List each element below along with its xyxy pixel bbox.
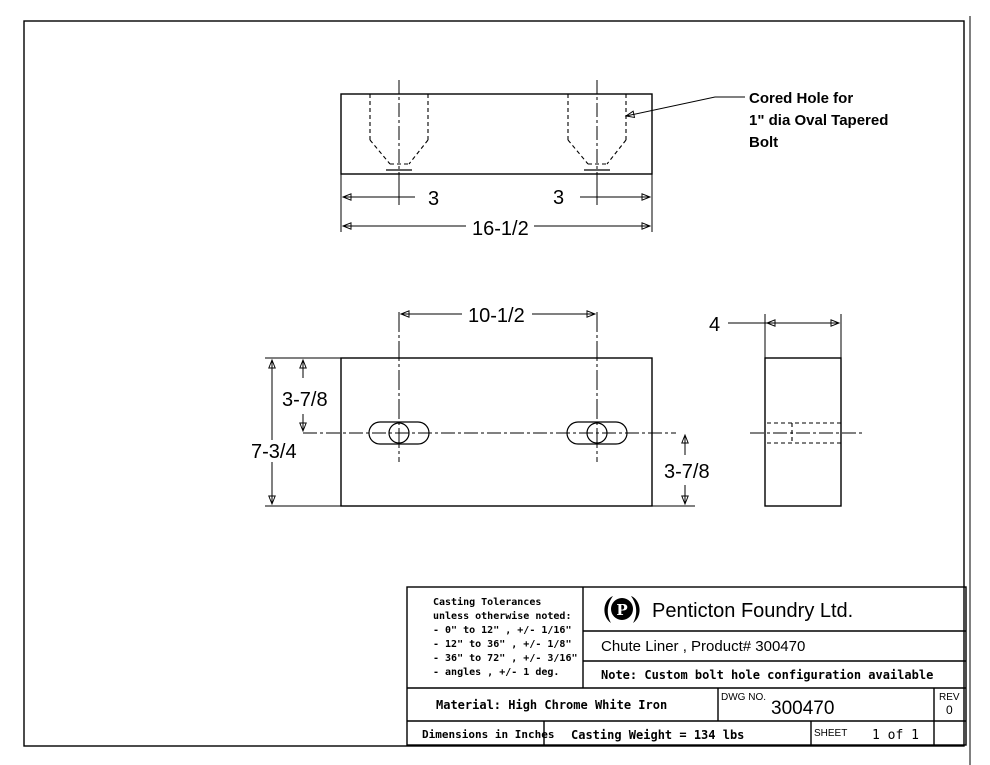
dim-top-overall: 16-1/2 xyxy=(472,218,529,240)
rev-value: 0 xyxy=(946,703,953,717)
dim-hole-spacing: 10-1/2 xyxy=(468,305,525,327)
tolerance-line-4: - angles , +/- 1 deg. xyxy=(433,667,559,678)
dim-top-right: 3 xyxy=(553,187,564,209)
configuration-note: Note: Custom bolt hole configuration ava… xyxy=(601,668,933,682)
callout-leader xyxy=(624,96,745,119)
tolerance-line-2: - 12" to 36" , +/- 1/8" xyxy=(433,639,571,650)
top-view-labels: Cored Hole for 1" dia Oval Tapered Bolt … xyxy=(428,90,888,240)
side-view xyxy=(728,314,862,507)
sheet-value: 1 of 1 xyxy=(872,728,919,743)
logo-letter: P xyxy=(616,601,627,619)
tolerance-line-1: - 0" to 12" , +/- 1/16" xyxy=(433,625,571,636)
rev-label: REV xyxy=(939,692,960,703)
top-view xyxy=(340,80,745,232)
company-name: Penticton Foundry Ltd. xyxy=(652,600,853,622)
dim-upper: 3-7/8 xyxy=(282,389,328,411)
tolerances-subtitle: unless otherwise noted: xyxy=(433,610,571,622)
product-name: Chute Liner , Product# 300470 xyxy=(601,638,805,655)
title-block xyxy=(406,586,967,746)
sheet-border xyxy=(23,20,965,747)
dimensions-note: Dimensions in Inches xyxy=(422,728,554,741)
side-hidden-hole xyxy=(767,422,841,444)
material: Material: High Chrome White Iron xyxy=(436,698,667,712)
dim-thickness: 4 xyxy=(709,314,720,336)
callout-line-3: Bolt xyxy=(749,134,778,151)
sheet-label: SHEET xyxy=(814,728,847,739)
side-view-outline xyxy=(764,357,842,507)
company-logo: P xyxy=(604,596,640,623)
cored-hole-left xyxy=(369,94,429,165)
top-view-outline xyxy=(340,93,653,175)
callout-line-2: 1" dia Oval Tapered xyxy=(749,112,888,129)
front-view-labels: 10-1/2 3-7/8 7-3/4 3-7/8 xyxy=(251,305,710,483)
dim-top-left: 3 xyxy=(428,188,439,210)
tolerances-title: Casting Tolerances xyxy=(433,596,541,608)
dim-lower: 3-7/8 xyxy=(664,461,710,483)
tolerance-line-3: - 36" to 72" , +/- 3/16" xyxy=(433,653,578,664)
callout-line-1: Cored Hole for xyxy=(749,90,853,107)
dwg-number: 300470 xyxy=(771,698,834,719)
casting-weight: Casting Weight = 134 lbs xyxy=(571,728,744,742)
front-view-outline xyxy=(340,357,653,507)
dwg-label: DWG NO. xyxy=(721,692,766,703)
front-view xyxy=(265,310,695,507)
dim-height: 7-3/4 xyxy=(251,441,297,463)
title-block-text: Casting Tolerances unless otherwise note… xyxy=(422,596,960,743)
